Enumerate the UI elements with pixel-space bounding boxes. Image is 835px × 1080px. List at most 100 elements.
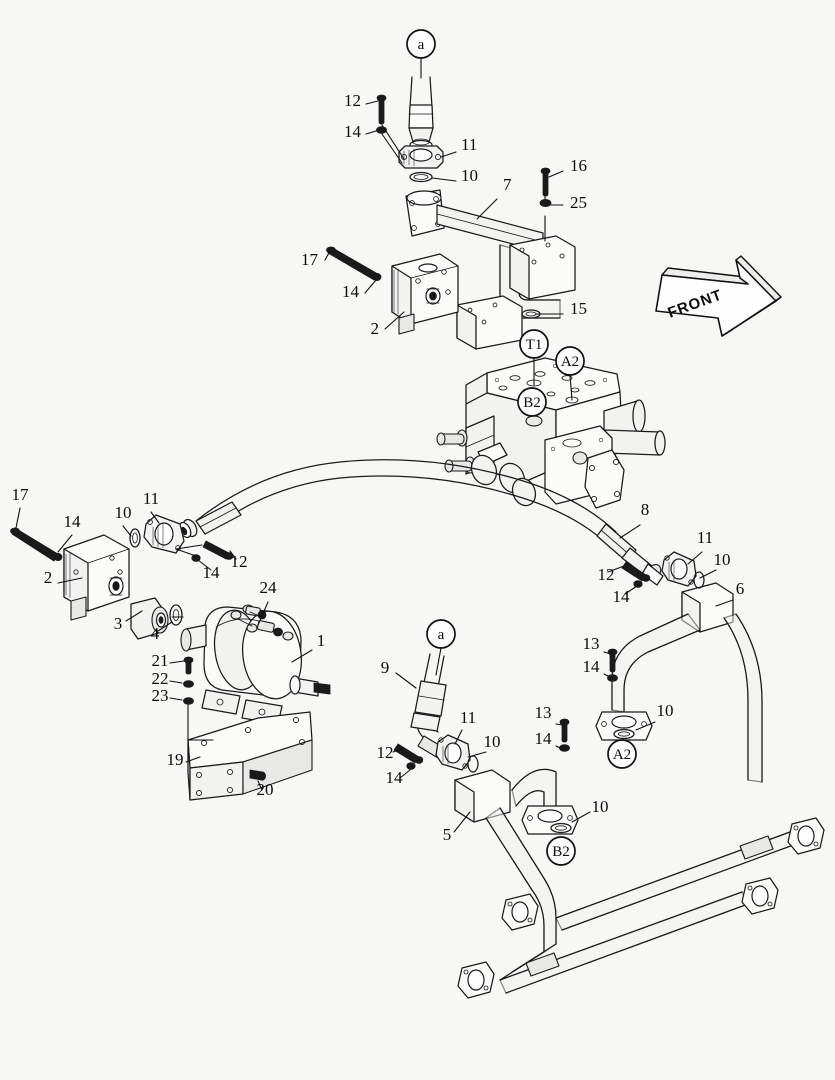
callout-circle — [517, 387, 547, 417]
callout-text: a — [438, 627, 445, 643]
label-14-upper-lever: 14 — [344, 122, 362, 141]
label-13-b2-bolt: 13 — [535, 703, 552, 722]
label-14-washer-right: 14 — [583, 657, 601, 676]
callout-circle — [406, 29, 436, 59]
label-12-lower-mid: 12 — [377, 743, 394, 762]
callout-a2-valve: A2 — [555, 346, 585, 376]
callout-t1: T1 — [519, 329, 549, 359]
lower-mid-hardware — [393, 743, 424, 770]
front-direction-arrow: FRONT — [655, 255, 782, 337]
label-2-lower-block: 2 — [44, 568, 53, 587]
label-6-tube: 6 — [736, 579, 745, 598]
callout-text: A2 — [561, 354, 579, 370]
callout-text: T1 — [526, 337, 543, 353]
label-22-washer: 22 — [152, 669, 169, 688]
callout-a-lower: a — [426, 619, 456, 649]
tube-flange-end-1 — [787, 817, 825, 855]
label-14-lower-mid: 14 — [386, 768, 404, 787]
tube-flange-end-3 — [501, 893, 539, 931]
lower-solenoid-block — [63, 534, 130, 621]
label-10-lower-oring: 10 — [115, 503, 132, 522]
label-14-upper-block: 14 — [342, 282, 360, 301]
callout-text: B2 — [523, 395, 541, 411]
bolt-16-washer-25 — [539, 167, 552, 207]
label-12-upper-lever: 12 — [344, 91, 361, 110]
callout-circle — [607, 739, 637, 769]
left-split-flange-assembly — [129, 514, 185, 554]
bottom-tube-runs — [457, 817, 825, 999]
label-8-hose: 8 — [641, 500, 650, 519]
mounting-bracket-19 — [187, 711, 313, 801]
lower-block-port — [108, 576, 124, 596]
motor-fittings-24 — [230, 604, 294, 641]
main-control-valve — [436, 357, 666, 509]
hydraulic-motor-1 — [180, 604, 331, 725]
label-12-lower-hose: 12 — [231, 552, 248, 571]
label-20-bolt: 20 — [257, 780, 274, 799]
coupler-3 — [130, 597, 169, 640]
callout-a-top: a — [406, 29, 436, 59]
control-lever-assembly — [398, 76, 444, 183]
upper-block-port — [425, 287, 441, 305]
label-11-lower-mid: 11 — [460, 708, 476, 727]
label-13-bolt-right: 13 — [583, 634, 600, 653]
tube-flange-end-4 — [457, 961, 495, 999]
callout-text: A2 — [613, 747, 631, 763]
label-2-upper-block: 2 — [371, 319, 380, 338]
label-21-bolt: 21 — [152, 651, 169, 670]
upper-stud-hardware — [326, 246, 382, 281]
label-10-b2-oring: 10 — [592, 797, 609, 816]
label-17-stud-lower: 17 — [12, 485, 30, 504]
tube-flange-end-2 — [741, 877, 779, 915]
b2-foot-hardware — [559, 718, 570, 752]
callout-circle — [426, 619, 456, 649]
lower-mid-flange — [435, 734, 479, 773]
label-24-fittings: 24 — [260, 578, 278, 597]
label-10-upper-oring: 10 — [461, 166, 478, 185]
callout-circle — [546, 836, 576, 866]
callout-b2-tube: B2 — [546, 836, 576, 866]
label-9-hose: 9 — [381, 658, 390, 677]
label-14-lower-stud: 14 — [64, 512, 82, 531]
label-3-coupler: 3 — [114, 614, 123, 633]
label-19-bracket: 19 — [167, 750, 184, 769]
label-11-lower-flange: 11 — [143, 489, 159, 508]
label-14-right-washer: 14 — [613, 587, 631, 606]
callout-circle — [555, 346, 585, 376]
hose-8-right-elbow — [621, 547, 664, 586]
callout-b2-valve: B2 — [517, 387, 547, 417]
label-25-washer: 25 — [570, 193, 587, 212]
label-5-tube: 5 — [443, 825, 452, 844]
label-10-a2-oring: 10 — [657, 701, 674, 720]
valve-right-port — [544, 399, 666, 509]
label-14-b2-washer: 14 — [535, 729, 553, 748]
label-17-stud-upper: 17 — [301, 250, 319, 269]
tube-5-assembly — [454, 769, 557, 953]
b2-flange-foot — [511, 768, 579, 835]
label-23-washer: 23 — [152, 686, 169, 705]
lower-stud-hardware — [10, 527, 63, 562]
label-10-lower-mid: 10 — [484, 732, 501, 751]
label-11-upper-flange: 11 — [461, 135, 477, 154]
upper-solenoid-block — [391, 253, 459, 335]
callout-text: a — [418, 37, 425, 53]
label-14-lower-hose: 14 — [203, 563, 221, 582]
callout-text: B2 — [552, 844, 570, 860]
label-15-oring: 15 — [570, 299, 587, 318]
label-7-tube: 7 — [503, 175, 512, 194]
label-16-bolt: 16 — [570, 156, 587, 175]
motor-mount-hardware — [183, 656, 194, 705]
hose-8-long — [178, 459, 664, 586]
lower-flange-hardware — [191, 540, 234, 562]
label-1-motor: 1 — [317, 631, 326, 650]
label-4-oring: 4 — [151, 624, 160, 643]
label-10-right-oring: 10 — [714, 550, 731, 569]
callout-circle — [519, 329, 549, 359]
label-12-right-bolt: 12 — [598, 565, 615, 584]
callout-a2-tube: A2 — [607, 739, 637, 769]
label-11-right-flange: 11 — [697, 528, 713, 547]
